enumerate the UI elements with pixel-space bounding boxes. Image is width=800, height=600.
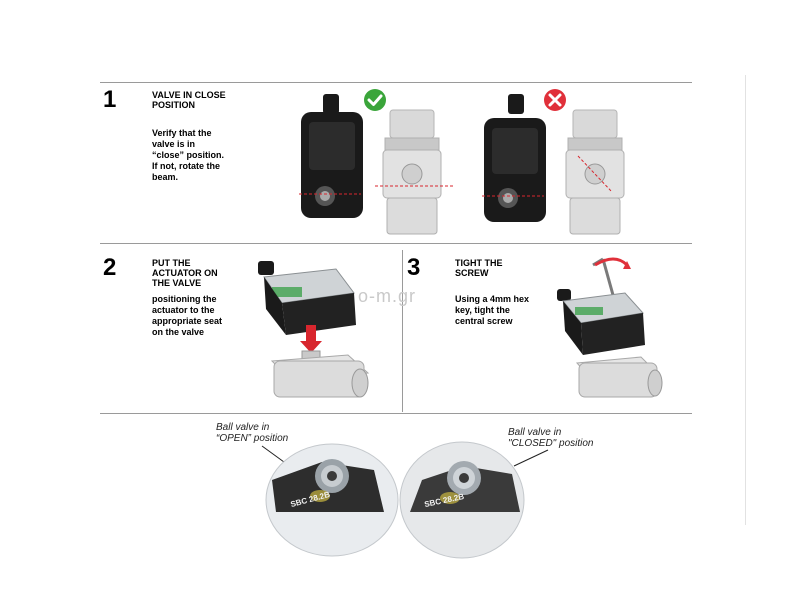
watermark-text: o-m.gr — [358, 286, 417, 306]
actuator-image — [299, 94, 363, 218]
actuator-image — [557, 289, 645, 355]
valve-image — [270, 350, 370, 398]
step-1-number: 1 — [103, 86, 117, 113]
valve-image — [565, 109, 625, 235]
down-arrow-icon — [300, 325, 322, 353]
valve-image — [575, 356, 663, 398]
step-3-instructions: Using a 4mm hex key, tight the central s… — [455, 294, 530, 326]
closed-position-caption: Ball valve in "CLOSED" position — [508, 427, 594, 449]
open-valve-indicator-photo — [265, 443, 399, 557]
step-2-title: PUT THE ACTUATOR ON THE VALVE — [152, 258, 218, 288]
step-3-number: 3 — [407, 254, 421, 281]
hex-key-icon — [592, 257, 631, 296]
top-divider — [100, 82, 692, 83]
cross-circle-icon — [544, 89, 566, 111]
step-2-number: 2 — [103, 254, 117, 281]
step1-divider — [100, 243, 692, 244]
step-1-instructions: Verify that the valve is in “close” posi… — [152, 128, 225, 182]
step-1-wrong-illustration — [482, 89, 625, 235]
open-position-caption: Ball valve in “OPEN” position — [216, 422, 289, 444]
valve-image — [375, 109, 453, 235]
actuator-image — [482, 94, 546, 222]
step-3-illustration — [557, 257, 663, 398]
check-circle-icon — [364, 89, 386, 111]
actuator-image — [258, 261, 356, 335]
step-2-illustration — [258, 261, 370, 398]
closed-valve-indicator-photo — [399, 441, 525, 559]
step-2-instructions: positioning the actuator to the appropri… — [152, 294, 223, 337]
steps-divider — [100, 413, 692, 414]
step2-3-divider — [402, 250, 403, 412]
right-edge-line — [745, 75, 746, 525]
step-1-correct-illustration — [299, 89, 453, 235]
step-1-title: VALVE IN CLOSE POSITION — [152, 90, 226, 110]
step-3-title: TIGHT THE SCREW — [455, 258, 503, 278]
